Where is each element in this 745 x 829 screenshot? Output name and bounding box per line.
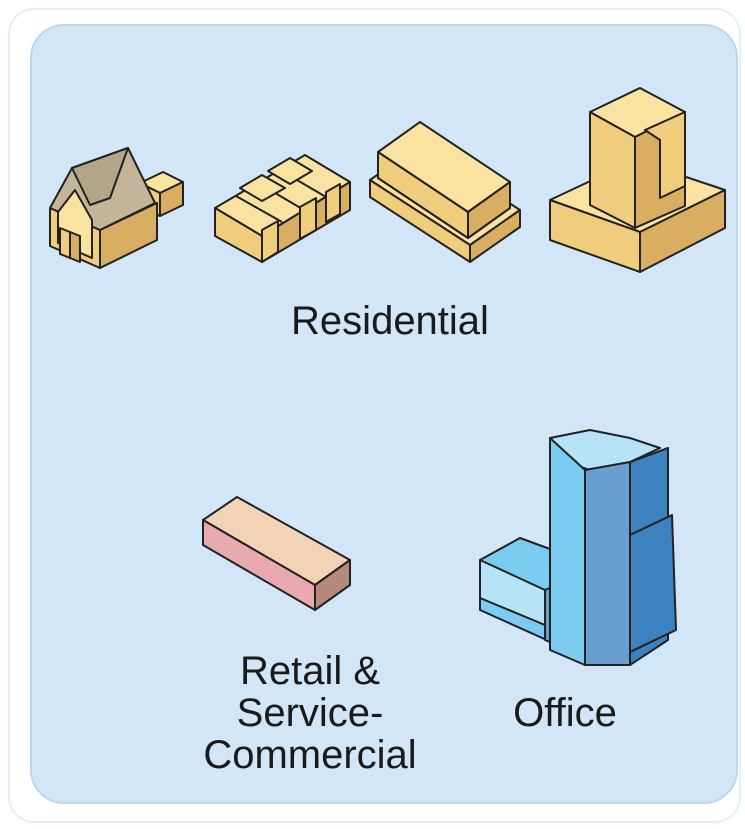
retail-service-commercial-label: Retail & Service- Commercial: [170, 650, 450, 776]
residential-tower-icon: [549, 87, 726, 273]
apartment-block-icon: [369, 121, 521, 263]
detached-house-icon: [49, 147, 184, 269]
office-label: Office: [513, 691, 617, 735]
office-tower-icon: [479, 429, 677, 666]
retail-label-line-3: Commercial: [203, 733, 417, 777]
retail-label-line-2: Service-: [236, 691, 384, 735]
residential-label: Residential: [291, 299, 489, 343]
townhouse-row-icon: [214, 154, 351, 263]
retail-building-icon: [202, 496, 351, 611]
retail-label-line-1: Retail &: [239, 649, 381, 693]
